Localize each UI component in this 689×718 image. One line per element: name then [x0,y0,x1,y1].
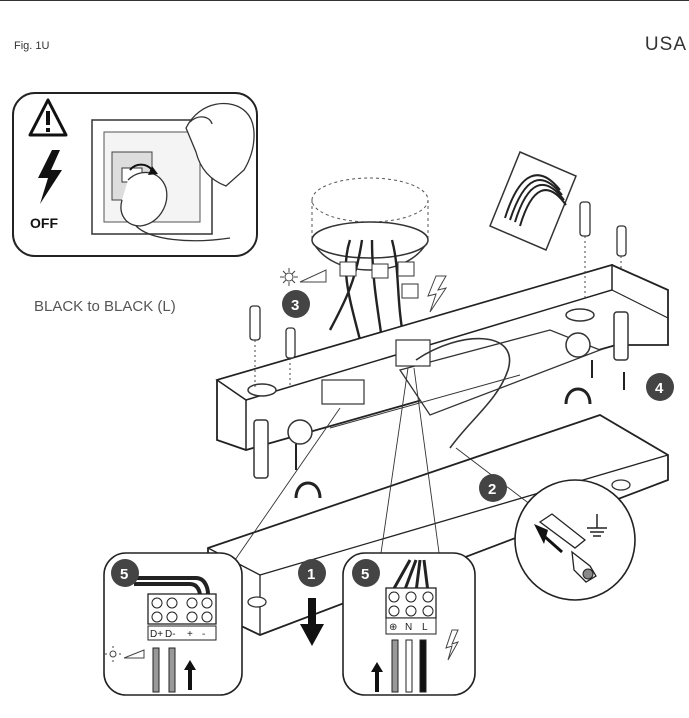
step-badge-5-right: 5 [352,559,380,587]
region-label: USA [644,34,687,55]
line-voltage-terminal-callout: ⊕ N L [342,552,476,696]
svg-text:5: 5 [120,566,128,583]
terminal-label-neutral: N [405,622,412,633]
terminal-label-plus: + [187,629,193,640]
step-badge-4: 4 [646,373,674,401]
step-badge-5-left: 5 [111,559,139,587]
fixture-housing [215,264,669,479]
figure-label: Fig. 1U [14,40,50,52]
step-badge-1: 1 [298,559,326,587]
wall-anchors [249,201,627,470]
hazard-lightning-icon [427,275,448,313]
power-off-label: OFF [30,215,58,231]
wiring-note: BLACK to BLACK (L) [34,298,176,315]
down-arrow-icon [300,598,324,646]
terminal-label-minus: - [202,629,205,640]
low-voltage-terminal-callout: D+ D- + - [103,552,243,696]
terminal-label-d-plus: D+ [150,629,163,640]
terminal-label-d-minus: D- [165,629,176,640]
cable-bag [489,151,577,251]
low-voltage-symbol [280,268,327,286]
junction-box [311,177,429,341]
svg-text:5: 5 [361,566,369,583]
warning-triangle-icon [28,98,68,137]
svg-text:4: 4 [655,380,664,397]
svg-text:1: 1 [307,566,315,583]
terminal-label-line: L [422,622,428,633]
top-rule [0,0,689,1]
magnet-icons [294,387,592,499]
svg-text:3: 3 [291,297,299,314]
step-badge-2: 2 [479,474,507,502]
terminal-label-ground: ⊕ [389,622,397,633]
step-badge-3: 3 [282,290,310,318]
svg-text:2: 2 [488,481,496,498]
lightning-icon [38,150,62,204]
warning-panel: OFF [12,92,258,257]
ground-callout [514,479,636,601]
